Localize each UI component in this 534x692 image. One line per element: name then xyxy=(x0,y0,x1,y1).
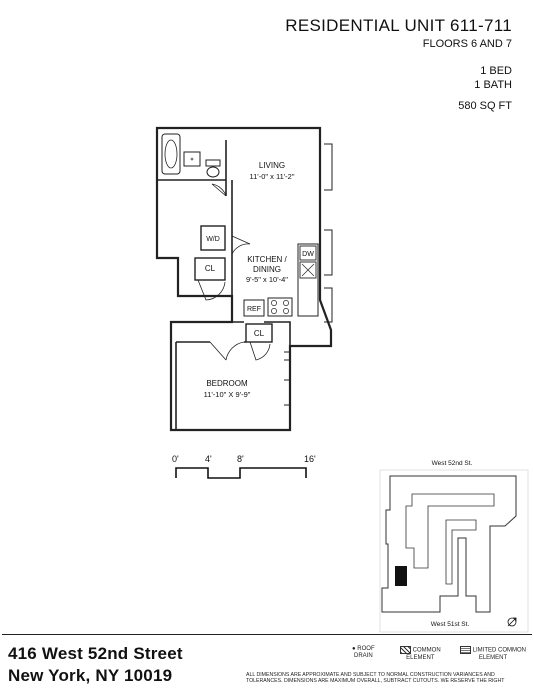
roof-drain-icon: ● xyxy=(352,646,356,652)
scale-tick-0: 0' xyxy=(172,454,179,464)
disclaimer-line-1: ALL DIMENSIONS ARE APPROXIMATE AND SUBJE… xyxy=(246,672,495,678)
common-element-label-2: ELEMENT xyxy=(406,654,435,661)
burner-1 xyxy=(271,300,277,306)
disclaimer: ALL DIMENSIONS ARE APPROXIMATE AND SUBJE… xyxy=(246,672,528,684)
roof-drain-label-2: DRAIN xyxy=(353,653,373,659)
toilet-tank xyxy=(205,159,221,167)
common-element-icon xyxy=(400,646,411,654)
key-plan-frame xyxy=(379,469,529,633)
wd-door xyxy=(231,235,251,255)
burner-4 xyxy=(283,308,289,314)
closet-1-door xyxy=(197,279,226,301)
kitchen-sink-x xyxy=(301,263,315,277)
bedroom-label: BEDROOM xyxy=(206,379,248,388)
scale-bar: 0' 4' 8' 16' xyxy=(172,454,316,479)
closet-2-label: CL xyxy=(254,329,265,338)
floor-plan xyxy=(155,126,333,432)
key-plan: West 52nd St. West 51st St. xyxy=(379,460,529,633)
bed-count: 1 BED xyxy=(480,65,512,77)
limited-common-icon xyxy=(460,646,471,654)
north-street-label: West 52nd St. xyxy=(432,460,473,467)
floors-label: FLOORS 6 AND 7 xyxy=(422,38,512,50)
legend-limited-common: LIMITED COMMON ELEMENT xyxy=(460,646,526,662)
closet-1 xyxy=(194,257,226,281)
closet-2 xyxy=(245,323,273,343)
dining-label: DINING xyxy=(253,265,281,274)
burner-2 xyxy=(283,300,289,306)
window-right-upper xyxy=(324,143,333,191)
limited-common-label-2: ELEMENT xyxy=(478,654,508,661)
bedroom-dimensions: 11'-10" X 9'-9" xyxy=(204,390,251,399)
tub-basin xyxy=(164,139,178,169)
building-footprint xyxy=(381,475,517,613)
bath-sink xyxy=(183,151,201,167)
scale-tick-4: 4' xyxy=(205,454,212,464)
legend-roof-drain: ● ROOF DRAIN xyxy=(352,646,375,660)
window-bedroom xyxy=(284,351,291,406)
window-bedroom-2 xyxy=(284,359,290,381)
stove xyxy=(267,297,293,317)
common-element-label-1: COMMON xyxy=(412,647,441,654)
kitchen-sink xyxy=(299,261,317,279)
address-line-2: New York, NY 10019 xyxy=(8,666,173,685)
legend-common-element: COMMON ELEMENT xyxy=(400,646,441,662)
sink-drain xyxy=(190,157,194,161)
washer-dryer-label: W/D xyxy=(206,236,220,243)
dishwasher xyxy=(299,245,317,261)
refrigerator-label: REF xyxy=(247,306,261,313)
roof-drain-label-1: ROOF xyxy=(357,646,375,652)
kitchen-label: KITCHEN / xyxy=(247,255,287,264)
bedroom-door xyxy=(209,341,245,361)
bath-count: 1 BATH xyxy=(474,79,512,91)
closet-1-label: CL xyxy=(205,264,216,273)
footer-divider xyxy=(2,634,532,635)
window-right-mid xyxy=(324,229,333,276)
window-right-lower xyxy=(324,287,333,323)
bath-wall xyxy=(157,140,227,196)
unit-title: RESIDENTIAL UNIT 611-711 xyxy=(285,16,512,35)
scale-line xyxy=(175,467,307,479)
refrigerator xyxy=(243,299,265,317)
unit-location-marker xyxy=(395,566,407,586)
bath-door xyxy=(211,183,227,197)
address-line-1: 416 West 52nd Street xyxy=(8,644,183,663)
kitchen-counter xyxy=(297,243,319,317)
building-courtyard xyxy=(405,493,495,569)
dishwasher-label: DW xyxy=(302,251,314,258)
south-street-label: West 51st St. xyxy=(431,621,470,628)
kitchen-dimensions: 9'-5" x 10'-4" xyxy=(246,275,288,284)
limited-common-label-1: LIMITED COMMON xyxy=(472,647,527,654)
living-dimensions: 11'-0" x 11'-2" xyxy=(249,172,294,181)
scale-tick-16: 16' xyxy=(304,454,316,464)
closet-2-door xyxy=(249,341,271,361)
square-footage: 580 SQ FT xyxy=(458,100,512,112)
disclaimer-line-2: TOLERANCES. DIMENSIONS ARE MAXIMUM OVERA… xyxy=(246,678,505,684)
bed-bath-info: 1 BED 1 BATH xyxy=(474,64,512,92)
floor-plan-drawing: LIVING 11'-0" x 11'-2" KITCHEN / DINING … xyxy=(155,126,529,633)
bedroom-north-wall xyxy=(232,321,291,346)
washer-dryer-closet xyxy=(200,225,226,251)
toilet xyxy=(206,166,220,178)
bathtub xyxy=(161,133,181,175)
living-label: LIVING xyxy=(259,161,285,170)
exterior-wall xyxy=(155,126,333,432)
scale-tick-8: 8' xyxy=(237,454,244,464)
building-wing xyxy=(445,519,477,585)
burner-3 xyxy=(271,308,277,314)
north-arrow-icon xyxy=(507,617,517,627)
